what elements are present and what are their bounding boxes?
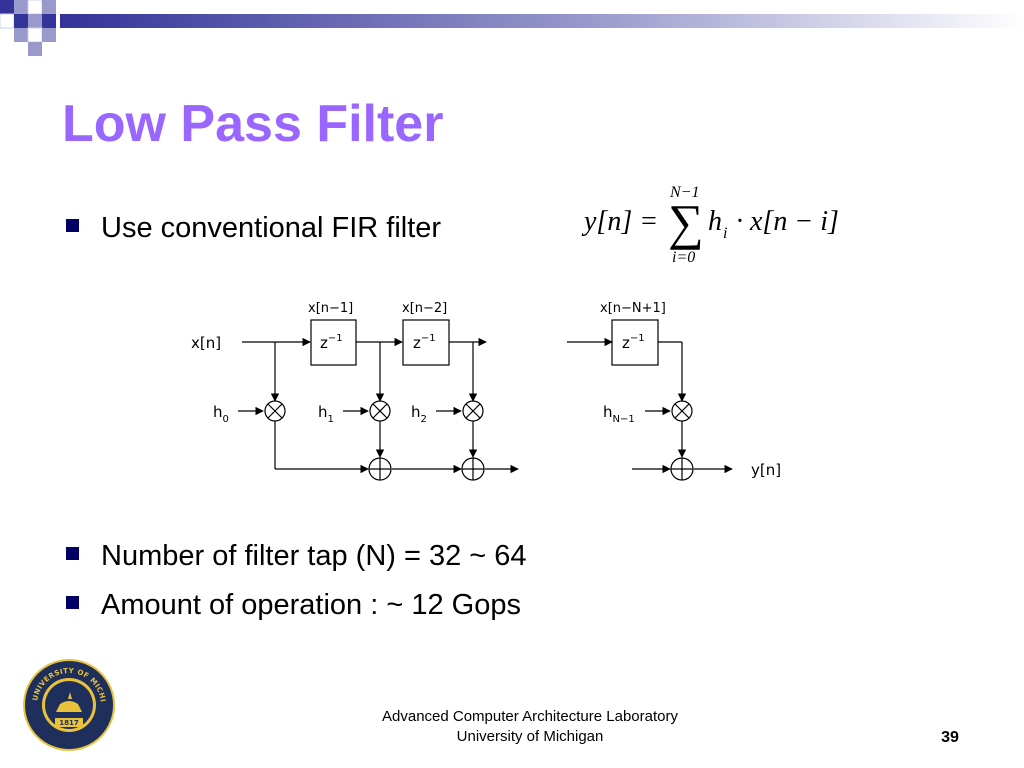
- coeff-label-2: h2: [411, 403, 427, 425]
- multiplier-0: [264, 400, 286, 422]
- bullet-item: Use conventional FIR filter: [66, 214, 441, 243]
- delay-box-n: [611, 319, 659, 366]
- formula-rhs: · x[n − i]: [736, 206, 839, 237]
- bullet-square-icon: [66, 546, 79, 560]
- delay-box-2: [402, 319, 450, 366]
- bullet-item: Number of filter tap (N) = 32 ~ 64: [66, 542, 527, 571]
- header-decoration: [0, 0, 1024, 56]
- slide-title: Low Pass Filter: [62, 95, 444, 153]
- formula-lhs: y[n] =: [581, 206, 658, 237]
- output-label: y[n]: [751, 461, 781, 479]
- formula-summand-sub: i: [723, 225, 727, 242]
- input-label: x[n]: [191, 334, 221, 352]
- formula-upper-limit: N−1: [669, 184, 699, 201]
- bullet-text: Amount of operation : ~ 12 Gops: [101, 589, 521, 621]
- university-seal-icon: THE UNIVERSITY OF MICHIGAN 1817: [22, 658, 115, 751]
- tap-label-2: x[n−2]: [402, 301, 447, 316]
- bullet-square-icon: [66, 595, 79, 609]
- footer-university: University of Michigan: [456, 728, 604, 745]
- coeff-label-0: h0: [213, 403, 229, 425]
- multiplier-n: [671, 400, 693, 422]
- delay-label-1: z−1: [320, 333, 343, 352]
- tap-label-n: x[n−N+1]: [600, 301, 666, 316]
- adder-n: [670, 457, 694, 481]
- multiplier-2: [462, 400, 484, 422]
- adder-2: [461, 457, 485, 481]
- adder-1: [368, 457, 392, 481]
- page-number: 39: [941, 729, 959, 746]
- formula-lower-limit: i=0: [672, 249, 695, 266]
- bullet-square-icon: [66, 218, 79, 232]
- fir-block-diagram: z−1 z−1 z−1 x[n] x[n−1] x[n−2] x[n−N+1] …: [191, 301, 781, 481]
- bullet-item: Amount of operation : ~ 12 Gops: [66, 591, 521, 620]
- multiplier-1: [369, 400, 391, 422]
- svg-text:1817: 1817: [59, 719, 79, 727]
- bullet-text: Number of filter tap (N) = 32 ~ 64: [101, 540, 527, 572]
- delay-label-n: z−1: [622, 333, 645, 352]
- delay-box-1: [310, 319, 357, 366]
- tap-label-1: x[n−1]: [308, 301, 353, 316]
- coeff-label-n: hN−1: [603, 403, 635, 425]
- coeff-label-1: h1: [318, 403, 334, 425]
- formula-summand: h: [708, 206, 722, 237]
- bullet-text: Use conventional FIR filter: [101, 212, 442, 244]
- delay-label-2: z−1: [413, 333, 436, 352]
- footer-lab-name: Advanced Computer Architecture Laborator…: [382, 708, 678, 725]
- sigma-icon: ∑: [668, 194, 704, 250]
- fir-formula: y[n] = N−1 ∑ i=0 h i · x[n − i]: [581, 184, 839, 266]
